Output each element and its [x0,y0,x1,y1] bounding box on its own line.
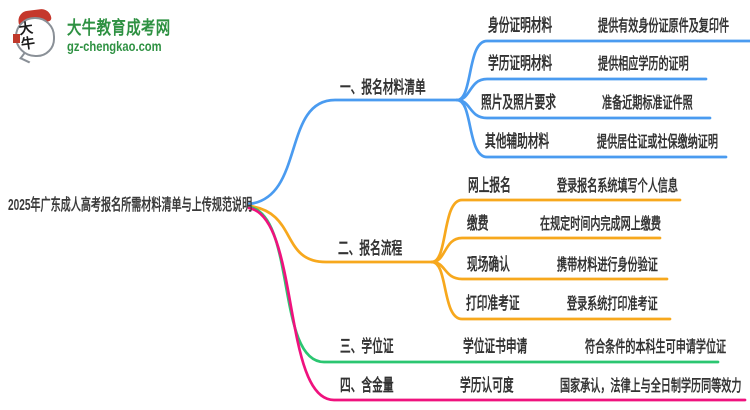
branch-1-line [247,98,459,206]
branch-2-child-4-label: 打印准考证 [466,294,520,313]
branch-1-child-2-desc: 提供相应学历的证明 [598,56,689,73]
branch-1-child-2-label: 学历证明材料 [488,54,553,73]
branch-1-child-1-label: 身份证明材料 [488,16,553,35]
logo-text-block: 大牛教育成考网 gz-chengkao.com [67,10,197,54]
branch-2-child-1-desc: 登录报名系统填写个人信息 [557,178,678,195]
branch-4-label: 四、含金量 [340,376,394,395]
site-name: 大牛教育成考网 [67,18,171,38]
branch-4-child-1-desc: 国家承认，法律上与全日制学历同等效力 [560,378,742,395]
branch-3-label: 三、学位证 [340,337,394,356]
site-logo: 大牛 大牛教育成考网 gz-chengkao.com [12,8,197,64]
branch-2-child-2-desc: 在规定时间内完成网上缴费 [540,216,661,233]
branch-3-child-1-label: 学位证书申请 [463,337,528,356]
branch-1-child-4-desc: 提供居住证或社保缴纳证明 [597,134,718,151]
logo-mark: 大牛 [12,8,60,64]
branch-2-child-1-label: 网上报名 [468,176,511,195]
branch-4-child-1-label: 学历认可度 [460,376,514,395]
branch-3-child-1-desc: 符合条件的本科生可申请学位证 [585,339,727,356]
branch-2-label: 二、报名流程 [338,239,403,258]
branch-2-child-4-desc: 登录系统打印准考证 [567,296,658,313]
branch-1-label: 一、报名材料清单 [340,78,426,97]
branch-1-child-3-label: 照片及照片要求 [481,93,556,112]
logo-red-seal-icon [13,34,20,43]
branch-2-child-3-desc: 携带材料进行身份验证 [557,257,658,274]
branch-1-child-1-desc: 提供有效身份证原件及复印件 [598,18,730,35]
branch-2-child-3-label: 现场确认 [467,255,510,274]
branch-1-child-3-desc: 准备近期标准证件照 [602,95,693,112]
central-topic: 2025年广东成人高考报名所需材料清单与上传规范说明 [8,197,253,214]
branch-2-child-2-label: 缴费 [467,214,489,233]
branch-1-child-4-label: 其他辅助材料 [485,132,550,151]
site-url: gz-chengkao.com [67,38,162,54]
